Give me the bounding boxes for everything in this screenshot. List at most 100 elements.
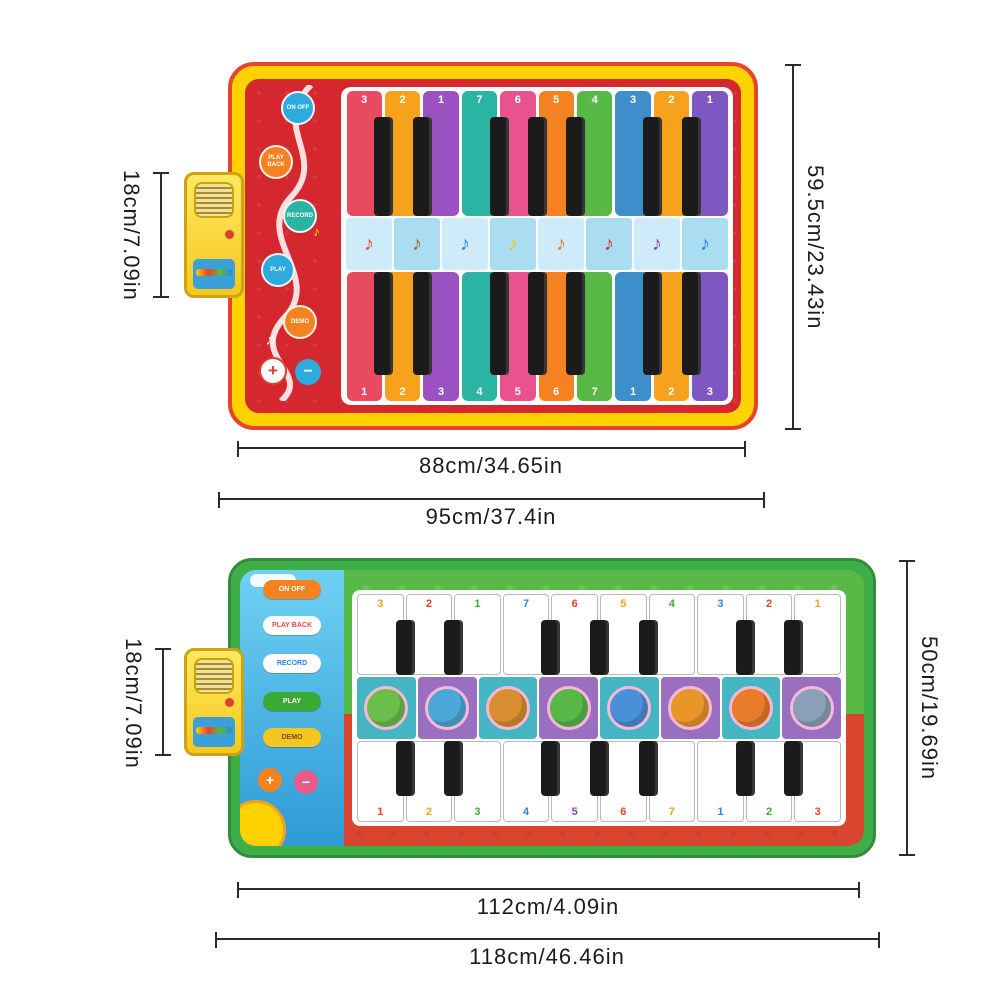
demo-button: DEMO (263, 728, 321, 747)
lion-icon (668, 686, 713, 730)
key-number: 6 (620, 806, 627, 818)
black-key (395, 620, 415, 675)
black-key (681, 271, 701, 375)
dim-label-bottom-mat-height: 50cm/19.69in (917, 635, 942, 781)
key-number: 3 (474, 806, 481, 818)
black-key (412, 117, 432, 216)
dim-label-bottom-mat-width: 118cm/46.46in (469, 944, 625, 969)
black-key (643, 117, 663, 216)
demo-button: DEMO (283, 305, 317, 339)
black-key (541, 620, 561, 675)
trumpet-icon: ♪ (556, 232, 566, 255)
black-key (444, 620, 464, 675)
guitar-cell: ♪ (394, 217, 440, 270)
dim-label-top-speaker-height: 18cm/7.09in (119, 169, 144, 301)
guitar-icon: ♪ (412, 232, 422, 255)
black-key (681, 117, 701, 216)
key-number: 3 (706, 386, 713, 398)
play-button: PLAY (261, 253, 295, 287)
black-key (541, 741, 561, 796)
minus-button: − (295, 359, 321, 385)
black-key (566, 117, 586, 216)
black-key (489, 117, 509, 216)
violin-cell: ♪ (634, 217, 680, 270)
key-number: 3 (717, 598, 724, 610)
on-off-button: ON OFF (281, 91, 315, 125)
xylophone-icon: ♪ (508, 232, 518, 255)
key-number: 4 (523, 806, 530, 818)
black-key (590, 741, 609, 796)
key-number: 3 (437, 386, 445, 398)
dog-cell (721, 677, 781, 739)
key-number: 5 (620, 598, 627, 610)
key-number: 1 (717, 806, 724, 818)
key-number: 4 (591, 94, 598, 106)
black-key (395, 741, 415, 796)
key-number: 6 (514, 94, 521, 106)
key-number: 5 (571, 806, 578, 818)
speaker-unit (184, 172, 244, 298)
black-key (638, 620, 658, 675)
plus-button: + (258, 768, 282, 792)
flute-cell: ♪ (442, 217, 488, 270)
dim-label-top-mat-width: 95cm/37.4in (425, 504, 557, 529)
key-number: 1 (814, 598, 821, 610)
key-number: 1 (377, 806, 384, 818)
black-key (638, 741, 658, 796)
speaker-label-sticker (193, 717, 235, 747)
xylophone-cell: ♪ (490, 217, 536, 270)
speaker-label-sticker (193, 259, 235, 289)
minus-button: − (294, 770, 318, 794)
dim-line-bottom-mat-width (215, 932, 880, 948)
dim-line-bottom-speaker-height (155, 648, 171, 756)
tiger-cell (539, 677, 598, 739)
key-number: 2 (425, 806, 432, 818)
lion-cell (660, 677, 720, 739)
key-number: 2 (425, 598, 432, 610)
key-number: 2 (399, 94, 406, 106)
key-number: 7 (591, 386, 598, 398)
dim-label-top-keyboard-width: 88cm/34.65in (418, 453, 564, 478)
play-back-button: PLAY BACK (263, 616, 321, 635)
key-number: 1 (474, 598, 481, 610)
musical-staff-wave (269, 85, 314, 401)
black-key (412, 271, 432, 375)
accordion-icon: ♪ (604, 232, 614, 255)
instrument-strip: ♪♪♪♪♪♪♪♪ (345, 217, 729, 270)
key-number: 1 (361, 386, 368, 398)
monkey-icon (485, 686, 530, 730)
plus-button: + (259, 357, 287, 385)
dim-label-bottom-speaker-height: 18cm/7.09in (121, 637, 146, 769)
black-key (374, 117, 394, 216)
dim-line-bottom-mat-height (899, 560, 915, 856)
dim-line-bottom-keyboard-width (237, 882, 860, 898)
key-number: 1 (437, 94, 445, 106)
black-key (566, 271, 586, 375)
key-number: 7 (668, 806, 675, 818)
tiger-icon (546, 686, 591, 730)
black-key (784, 620, 804, 675)
drumsticks-cell: ♪ (346, 217, 392, 270)
on-off-button: ON OFF (263, 580, 321, 599)
key-number: 3 (629, 94, 637, 106)
frog-cell (357, 677, 416, 739)
key-number: 3 (814, 806, 821, 818)
black-key (590, 620, 609, 675)
animal-strip (356, 677, 842, 739)
black-key (784, 741, 804, 796)
drumsticks-icon: ♪ (364, 232, 374, 255)
dim-label-top-mat-height: 59.5cm/23.43in (803, 164, 828, 330)
power-button-icon (225, 230, 234, 240)
black-key (528, 271, 547, 375)
black-key (444, 741, 464, 796)
key-number: 1 (629, 386, 637, 398)
